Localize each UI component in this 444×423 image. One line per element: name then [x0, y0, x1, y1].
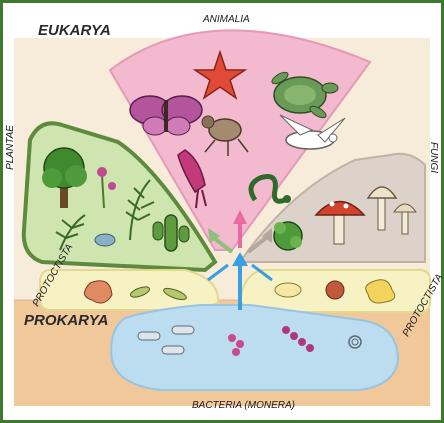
- seaweed-icon: [95, 234, 115, 246]
- label-animalia: ANIMALIA: [203, 14, 250, 25]
- label-plantae: PLANTAE: [5, 125, 16, 170]
- label-bacteria: BACTERIA (MONERA): [192, 400, 295, 411]
- label-eukarya: EUKARYA: [38, 22, 111, 39]
- label-prokarya: PROKARYA: [24, 312, 108, 329]
- label-fungi: FUNGI: [428, 142, 439, 173]
- moss-icon: [274, 222, 302, 250]
- protoctista-left-region: [40, 270, 218, 310]
